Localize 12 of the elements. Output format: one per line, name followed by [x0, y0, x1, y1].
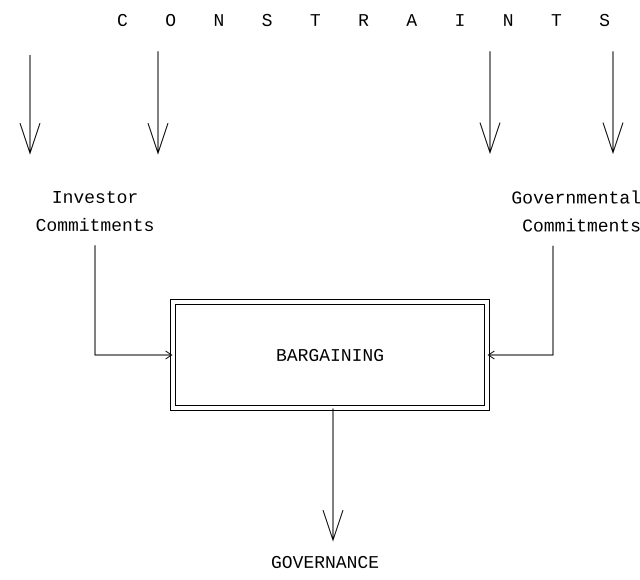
arrow	[480, 50, 500, 154]
arrow	[148, 50, 168, 155]
label-text: GOVERNANCE	[272, 556, 378, 568]
heading-text: C O N S T R A I N T S	[118, 14, 610, 26]
label-text: Investor Commitments	[36, 190, 153, 232]
arrow	[488, 245, 554, 360]
arrow	[94, 244, 172, 360]
arrow	[602, 50, 624, 154]
arrow	[20, 54, 40, 155]
label-text: Governmental Commitments	[512, 190, 640, 232]
bargaining-box: BARGAINING	[170, 299, 490, 411]
arrow	[322, 408, 344, 542]
